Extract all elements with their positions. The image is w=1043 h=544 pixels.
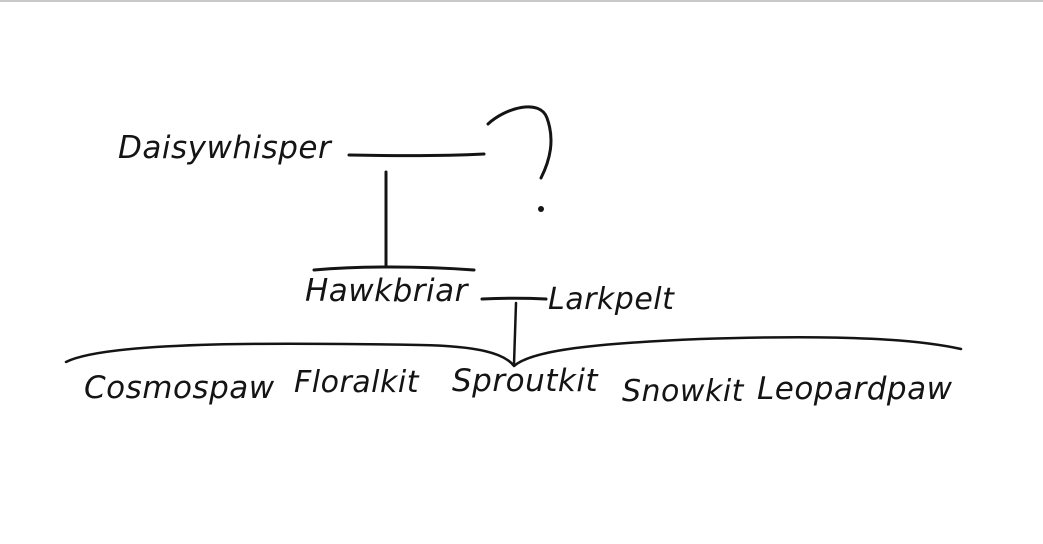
mate-line-daisywhisper (347, 152, 486, 158)
descent-line-kits (512, 301, 518, 366)
parent-name-larkpelt: Larkpelt (548, 282, 675, 317)
unknown-mate-question-mark (486, 105, 553, 180)
window-top-border (0, 0, 1043, 2)
unknown-mate-question-dot (538, 206, 544, 212)
child-name: Leopardpaw (757, 371, 953, 407)
ancestor-name: Daisywhisper (118, 130, 332, 166)
mate-line-hawkbriar-larkpelt (480, 296, 548, 301)
children-brace (64, 335, 963, 368)
child-name: Sproutkit (452, 363, 599, 399)
child-name: Floralkit (294, 365, 419, 400)
parent-name-hawkbriar: Hawkbriar (305, 273, 468, 309)
child-name: Cosmospaw (84, 370, 275, 406)
child-name: Snowkit (622, 374, 744, 409)
hawkbriar-bar (312, 265, 476, 272)
